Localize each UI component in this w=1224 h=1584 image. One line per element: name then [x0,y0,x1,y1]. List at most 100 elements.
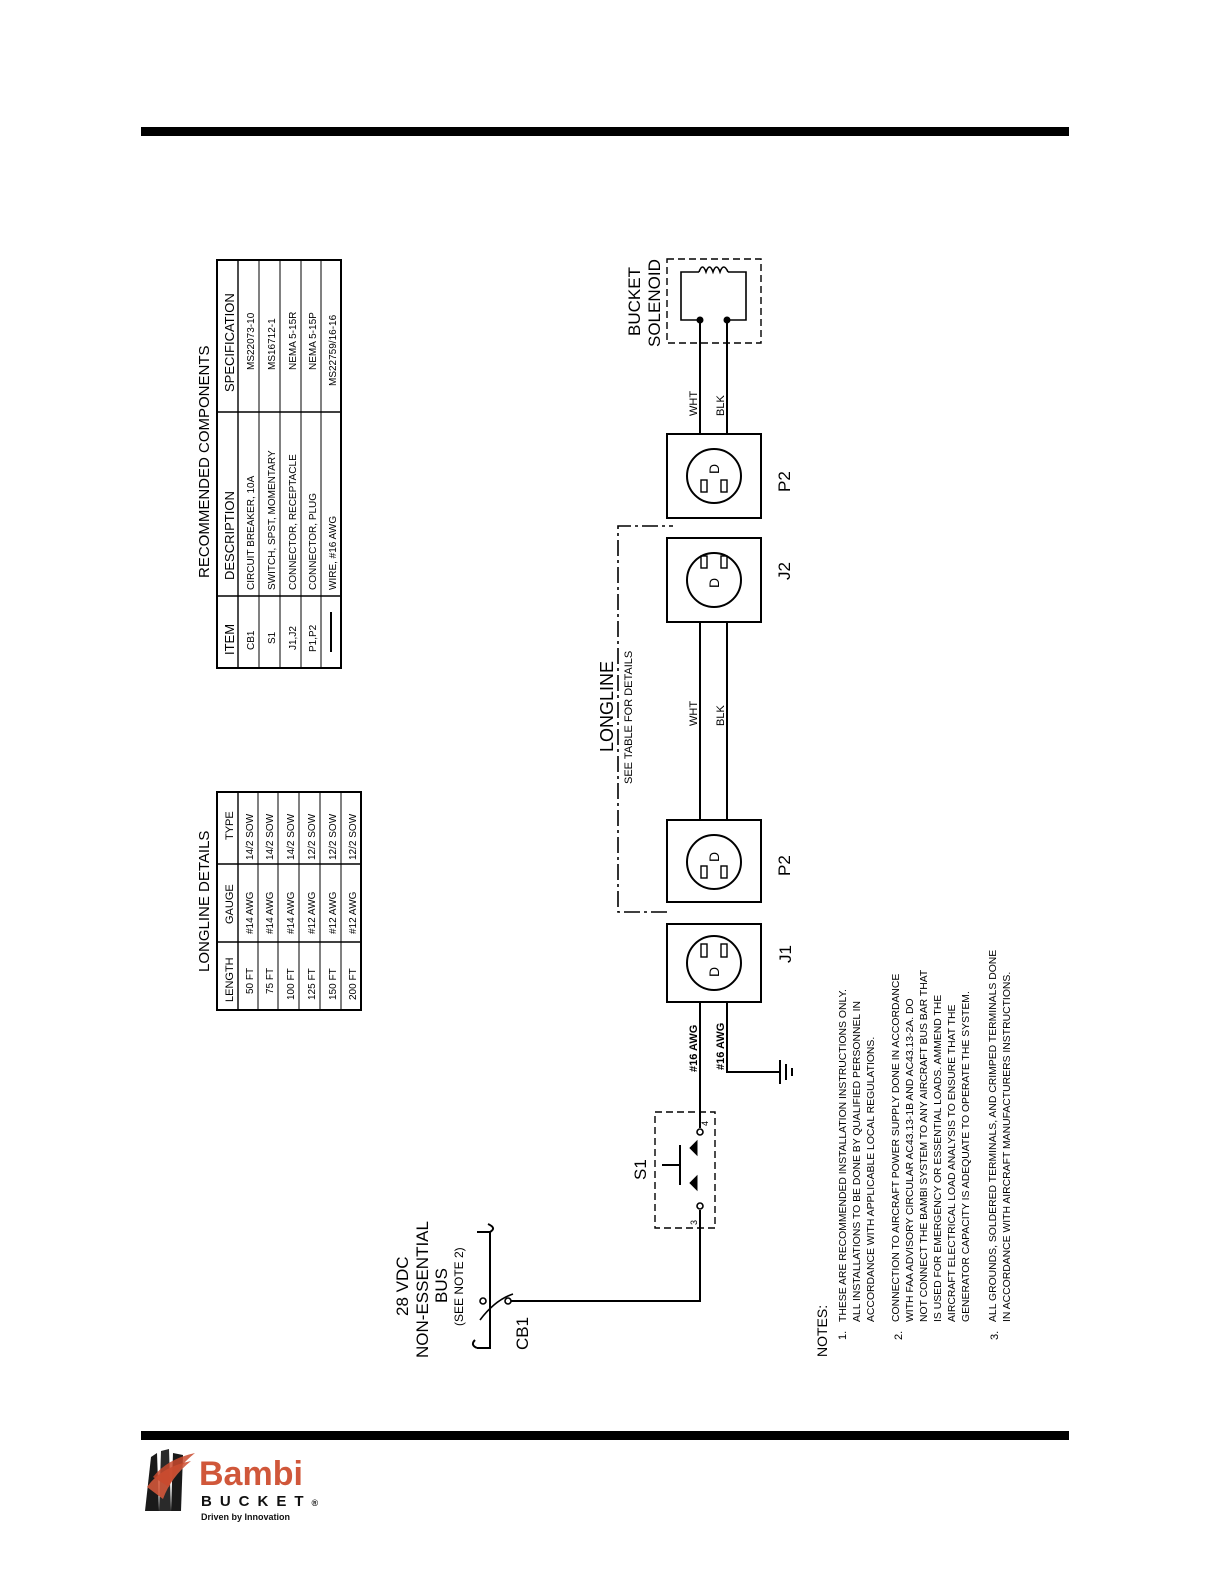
note-line: IN ACCORDANCE WITH AIRCRAFT MANUFACTURER… [1002,972,1013,1322]
s1-arrow [689,1139,698,1157]
longline-cell: 12/2 SOW [328,813,339,860]
longline-cell: 75 FT [265,968,276,994]
wire-gauge-bottom: #16 AWG [715,1023,727,1070]
cb1-contact [504,1297,512,1305]
solenoid-label-line2: SOLENOID [645,259,664,347]
longline-cell: #14 AWG [265,891,276,934]
bus-bar [471,1223,494,1349]
top-rule [141,127,1069,136]
s1-box [654,1111,716,1229]
j1-pin [700,943,708,958]
p2-right-face [686,448,742,504]
p2-left-letter: D [706,852,722,862]
cb1-arc [479,1293,514,1321]
components-header-specification: SPECIFICATION [222,293,237,392]
bambi-bucket-logo: Bambi BUCKET® Driven by Innovation [141,1445,341,1525]
p2-right-pin [720,479,728,493]
note-line: AIRCRAFT ELECTRICAL LOAD ANALYSIS TO ENS… [947,1005,958,1322]
longline-cell: 12/2 SOW [307,813,318,860]
note-line: ACCORDANCE WITH APPLICABLE LOCAL REGULAT… [866,1037,877,1322]
p2-left-pin [700,865,708,879]
note-line: WITH FAA ADVISORY CIRCULAR AC43.13-1B AN… [905,998,916,1322]
s1-arrow [689,1174,698,1192]
longline-cell: 14/2 SOW [286,813,297,860]
components-row-spec: MS16712-1 [267,318,278,370]
j2-face [686,552,742,608]
j1-label: J1 [776,945,795,963]
p2-left-pin [720,865,728,879]
p2-right-letter: D [706,464,722,474]
wire-color-wht: WHT [688,391,700,416]
bus-label-line2: NON-ESSENTIAL [413,1221,432,1358]
p2-right-pin [700,479,708,493]
components-row-item: CB1 [246,630,257,650]
s1-pin4: 4 [700,1121,710,1126]
longline-label: LONGLINE [597,661,617,752]
j2-pin [720,555,728,569]
longline-header-length: LENGTH [224,957,236,1002]
longline-cell: #14 AWG [286,891,297,934]
schematic: 28 VDC NON-ESSENTIAL BUS (SEE NOTE 2) CB… [393,258,795,1358]
registered-mark: ® [311,1498,319,1508]
j2-pin [700,555,708,569]
components-row-description: CONNECTOR, RECEPTACLE [288,454,299,590]
solenoid-coil-lead [727,271,747,321]
notes-title: NOTES: [814,1305,830,1357]
note-number: 3. [989,1331,1001,1340]
note-number: 1. [837,1331,849,1340]
wire-color-wht: WHT [688,701,700,726]
longline-cell: #14 AWG [245,891,256,934]
components-row-description: SWITCH, SPST, MOMENTARY [267,450,278,590]
longline-cell: 14/2 SOW [265,813,276,860]
solenoid-terminal [696,316,704,324]
longline-cell: 50 FT [245,968,256,994]
components-row-description: CONNECTOR, PLUG [308,493,319,590]
components-title: RECOMMENDED COMPONENTS [196,345,213,578]
bus-label-line1: 28 VDC [393,1256,412,1316]
components-row-spec: NEMA 5-15P [308,312,319,370]
solenoid-coil [698,266,729,275]
longline-cell: 12/2 SOW [348,813,359,860]
components-row-description: CIRCUIT BREAKER, 10A [246,475,257,590]
longline-sublabel: SEE TABLE FOR DETAILS [623,651,635,784]
longline-header-type: TYPE [224,811,236,840]
note-line: ALL INSTALLATIONS TO BE DONE BY QUALIFIE… [852,1001,863,1322]
longline-table: LONGLINE DETAILS LENGTH GAUGE TYPE 50 FT… [196,791,362,1011]
wire-color-blk: BLK [715,395,727,416]
p2-right-body [666,433,762,519]
j1-pin [720,943,728,958]
note-line: ALL GROUNDS, SOLDERED TERMINALS, AND CRI… [988,950,999,1322]
note-line: THESE ARE RECOMMENDED INSTALLATION INSTR… [838,989,849,1322]
cb1-contact [479,1297,487,1305]
p2-left-label: P2 [775,855,794,876]
p2-left-body [666,819,762,903]
note-number: 2. [893,1331,905,1340]
logo-subtitle-text: BUCKET [201,1493,312,1510]
components-table: RECOMMENDED COMPONENTS ITEM DESCRIPTION … [196,259,342,669]
s1-pin3: 3 [689,1220,699,1225]
solenoid-terminal [723,316,731,324]
p2-left-face [686,834,742,890]
components-header-item: ITEM [222,624,237,655]
components-row-spec: NEMA 5-15R [288,312,299,370]
longline-header-gauge: GAUGE [224,884,236,924]
components-row-item: S1 [267,631,278,644]
components-row-spec: MS22073-10 [246,312,257,370]
longline-cell: #12 AWG [348,891,359,934]
solenoid-box [666,258,762,344]
p2-right-label: P2 [775,471,794,492]
bottom-rule [141,1431,1069,1440]
solenoid-coil-lead [680,271,700,321]
wire-cb1-s1 [511,1210,701,1302]
components-row-description: WIRE, #16 AWG [328,516,339,590]
s1-label: S1 [631,1159,650,1180]
longline-cell: 100 FT [286,968,297,1000]
longline-cell: 200 FT [348,968,359,1000]
logo-wordmark: Bambi [199,1455,303,1493]
note-line: NOT CONNECT THE BAMBI SYSTEM TO ANY AIRC… [919,969,930,1322]
longline-cell: #12 AWG [307,891,318,934]
j2-letter: D [706,578,722,588]
solenoid-label-line1: BUCKET [625,267,644,336]
wire-gauge-top: #16 AWG [688,1025,700,1072]
